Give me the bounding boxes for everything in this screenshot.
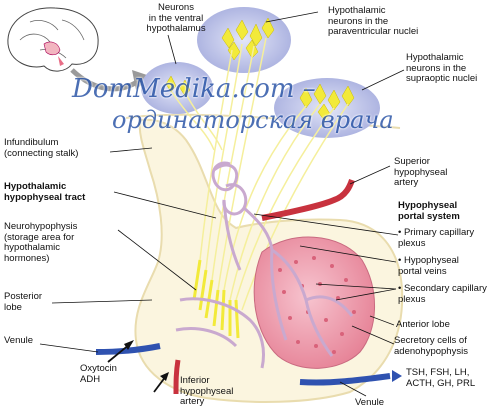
venule-flow-arrow [392, 370, 402, 382]
label-anterior-lobe: Anterior lobe [396, 320, 494, 331]
label-hypophyseal-portal-veins: • Hypophyseal portal veins [398, 256, 496, 277]
label-secondary-capillary-plexus: • Secondary capillary plexus [398, 284, 496, 305]
watermark-line-2: ординаторская врача [112, 106, 394, 134]
label-venule-bottom: Venule [355, 398, 405, 409]
label-venule-left: Venule [4, 336, 54, 347]
label-anterior-hormones: TSH, FSH, LH, ACTH, GH, PRL [406, 368, 496, 389]
brain-thumbnail-icon [8, 8, 98, 71]
watermark-line-1: DomMedika.com – [72, 74, 316, 104]
label-neurohypophysis: Neurohypophysis (storage area for hypoth… [4, 222, 120, 264]
label-infundibulum: Infundibulum (connecting stalk) [4, 138, 114, 159]
label-supraoptic-neurons: Hypothalamic neurons in the supraoptic n… [406, 53, 497, 85]
label-hypophyseal-portal-system: Hypophyseal portal system [398, 201, 496, 222]
label-primary-capillary-plexus: • Primary capillary plexus [398, 228, 496, 249]
label-superior-hypophyseal-artery: Superior hypophyseal artery [394, 157, 494, 189]
label-inferior-hypophyseal-artery: Inferior hypophyseal artery [180, 376, 260, 408]
label-paraventricular-neurons: Hypothalamic neurons in the paraventricu… [328, 6, 468, 38]
superior-hypophyseal-artery [262, 180, 352, 218]
label-oxytocin-adh: Oxytocin ADH [80, 364, 130, 385]
label-secretory-cells: Secretory cells of adenohypophysis [394, 336, 496, 357]
label-neurons-ventral-hypothalamus: Neurons in the ventral hypothalamus [136, 3, 216, 35]
label-hypothalamic-hypophyseal-tract: Hypothalamic hypophyseal tract [4, 182, 114, 203]
inferior-hypophyseal-artery [176, 360, 178, 394]
label-posterior-lobe: Posterior lobe [4, 292, 64, 313]
